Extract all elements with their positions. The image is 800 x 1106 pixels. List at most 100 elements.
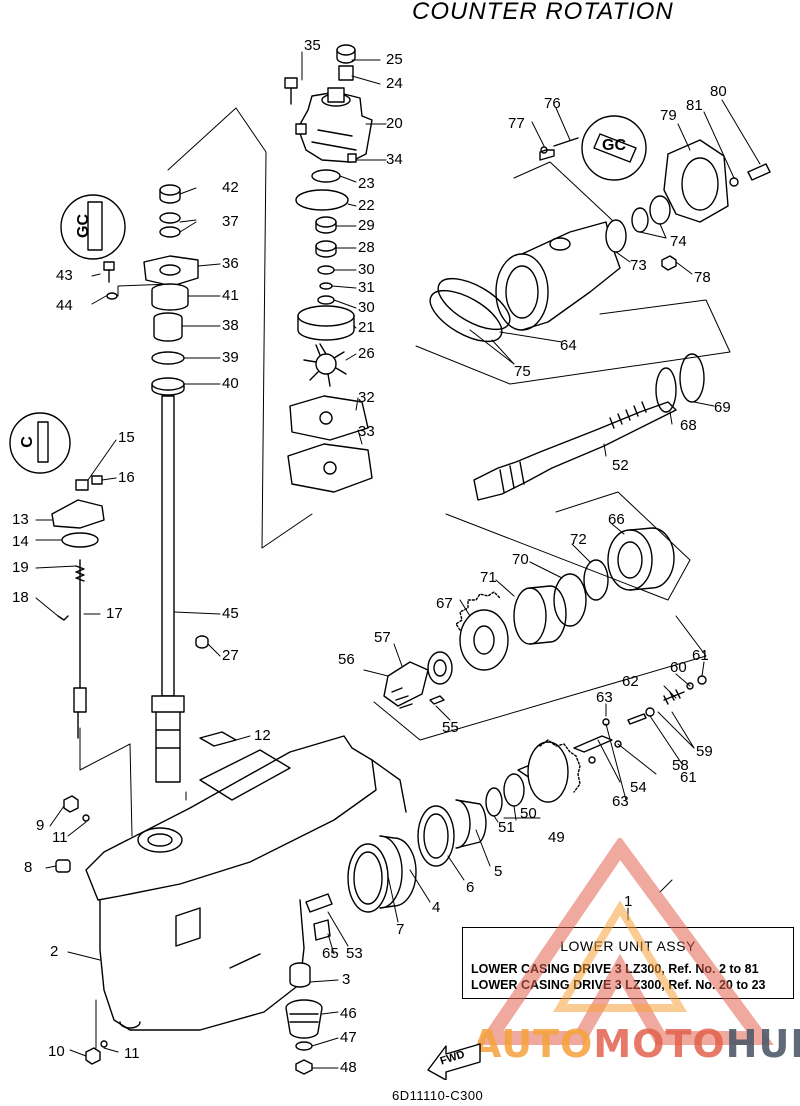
part-label: 62: [622, 673, 639, 690]
part-label: 18: [12, 589, 29, 606]
part-label: 64: [560, 337, 577, 354]
part-label: 4: [432, 899, 441, 916]
part-label: 46: [340, 1005, 357, 1022]
part-label: 70: [512, 551, 529, 568]
watermark-text-part3: HUB: [725, 1022, 800, 1066]
part-label: 77: [508, 115, 525, 132]
part-label: 36: [222, 255, 239, 272]
part-label: 47: [340, 1029, 357, 1046]
part-label: 39: [222, 349, 239, 366]
part-label: 67: [436, 595, 453, 612]
inset-glyph-2: GC: [602, 137, 626, 154]
part-label: 38: [222, 317, 239, 334]
part-label: 44: [56, 297, 73, 314]
part-label: 27: [222, 647, 239, 664]
part-label: 51: [498, 819, 515, 836]
part-label: 8: [24, 859, 33, 876]
bearing-stack: [347, 739, 581, 913]
part-label: 69: [714, 399, 731, 416]
info-box-row-2: LOWER CASING DRIVE 3 LZ300, Ref. No. 20 …: [471, 978, 766, 992]
part-label: 50: [520, 805, 537, 822]
part-label: 3: [342, 971, 351, 988]
part-label: 80: [710, 83, 727, 100]
part-label: 79: [660, 107, 677, 124]
part-label: 75: [514, 363, 531, 380]
part-label: 60: [670, 659, 687, 676]
diagram-title: COUNTER ROTATION: [412, 0, 674, 25]
part-label: 61: [692, 647, 709, 664]
part-label: 57: [374, 629, 391, 646]
part-label: 12: [254, 727, 271, 744]
part-label: 1: [624, 893, 633, 910]
part-label: 54: [630, 779, 647, 796]
footer-code: 6D11110-C300: [392, 1088, 484, 1103]
part-label: 45: [222, 605, 239, 622]
part-label: 72: [570, 531, 587, 548]
inset-glyph-3: C: [18, 436, 36, 448]
part-label: 63: [612, 793, 629, 810]
lower-casing: [85, 735, 407, 1031]
info-box-row-1: LOWER CASING DRIVE 3 LZ300, Ref. No. 2 t…: [471, 962, 759, 976]
part-label: 13: [12, 511, 29, 528]
part-label: 76: [544, 95, 561, 112]
part-label: 42: [222, 179, 239, 196]
part-label: 19: [12, 559, 29, 576]
part-label: 11: [52, 829, 68, 846]
part-label: 78: [694, 269, 711, 286]
part-label: 53: [346, 945, 363, 962]
part-label: 5: [494, 863, 503, 880]
part-label: 30: [358, 261, 375, 278]
part-label: 24: [386, 75, 403, 92]
water-pump-assembly: [284, 44, 373, 493]
part-label: 58: [672, 757, 689, 774]
part-label: 6: [466, 879, 475, 896]
bearing-housing: [429, 137, 771, 343]
driveshaft-assembly: [51, 184, 237, 783]
part-label: 28: [358, 239, 375, 256]
part-label: 7: [396, 921, 405, 938]
part-label: 10: [48, 1043, 65, 1060]
propeller-shaft: [473, 401, 677, 501]
part-label: 43: [56, 267, 73, 284]
fwd-arrow-icon: [427, 1043, 481, 1080]
part-label: 20: [386, 115, 403, 132]
part-label: 74: [670, 233, 687, 250]
part-label: 59: [696, 743, 713, 760]
clutch-assembly: [383, 651, 707, 764]
part-label: 37: [222, 213, 239, 230]
part-label: 34: [386, 151, 403, 168]
part-label: 61: [680, 769, 697, 786]
part-label: 55: [442, 719, 459, 736]
part-label: 22: [358, 197, 375, 214]
part-label: 9: [36, 817, 45, 834]
part-label: 41: [222, 287, 239, 304]
part-label: 26: [358, 345, 375, 362]
forward-gear-stack: [455, 527, 675, 671]
part-label: 31: [358, 279, 375, 296]
part-label: 29: [358, 217, 375, 234]
part-label: 68: [680, 417, 697, 434]
part-label: 2: [50, 943, 59, 960]
part-label: 15: [118, 429, 135, 446]
part-label: 52: [612, 457, 629, 474]
part-label: 25: [386, 51, 403, 68]
part-label: 73: [630, 257, 647, 274]
part-label: 30: [358, 299, 375, 316]
impeller: [303, 343, 347, 387]
part-label: 32: [358, 389, 375, 406]
part-label: 16: [118, 469, 135, 486]
part-label: 65: [322, 945, 339, 962]
part-label: 35: [304, 37, 321, 54]
part-label: 63: [596, 689, 613, 706]
part-label: 66: [608, 511, 625, 528]
watermark-text: AUTOMOTOHUB: [472, 1022, 800, 1066]
part-label: 14: [12, 533, 29, 550]
part-label: 23: [358, 175, 375, 192]
watermark-text-part1: AUTO: [472, 1022, 594, 1066]
info-box-header: LOWER UNIT ASSY: [560, 938, 696, 954]
inset-glyph-1: GC: [75, 214, 92, 238]
part-label: 40: [222, 375, 239, 392]
part-label: 56: [338, 651, 355, 668]
part-label: 71: [480, 569, 497, 586]
